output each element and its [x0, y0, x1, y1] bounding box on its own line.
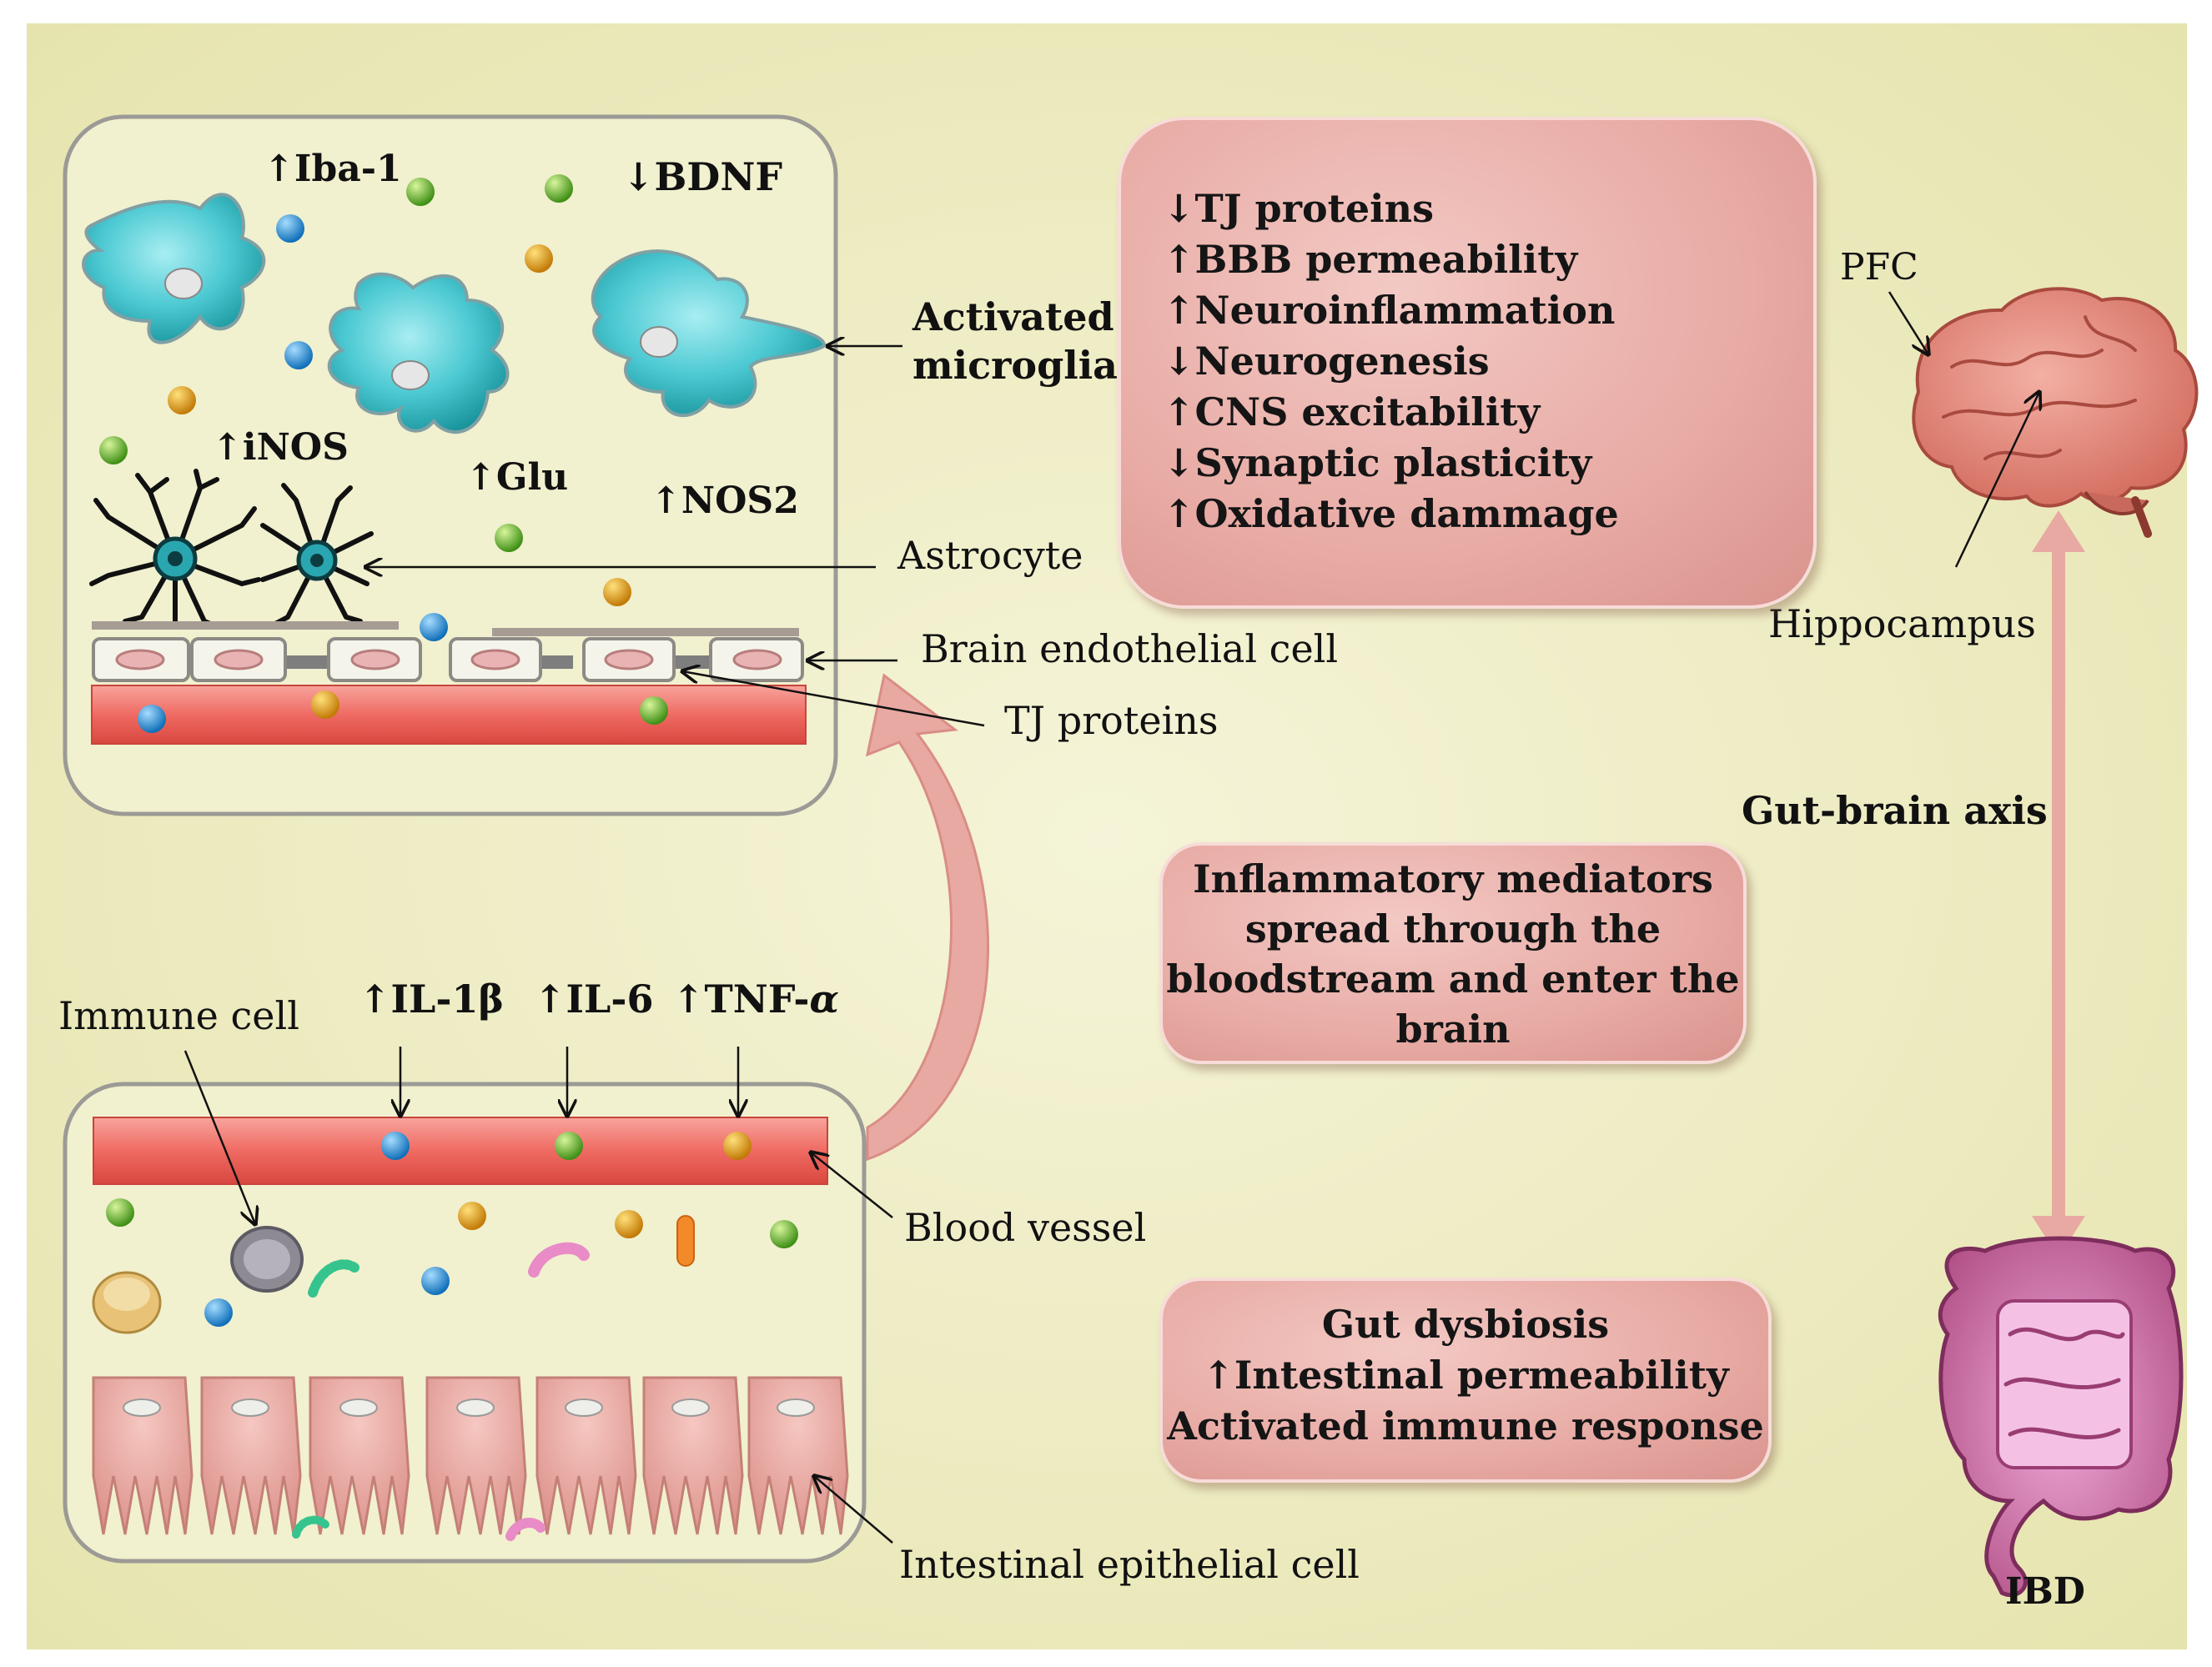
microglia-cell-1 — [82, 193, 266, 344]
tnfa-label: ↑TNF-α — [672, 977, 839, 1022]
glu-label: ↑Glu — [465, 456, 569, 499]
gut-box-text: Gut dysbiosis ↑Intestinal permeability A… — [1163, 1299, 1768, 1452]
activated-microglia-label-line2: microglia — [912, 343, 1118, 388]
tnfa-prefix: ↑TNF- — [672, 977, 810, 1022]
bloodstream-arrow — [865, 673, 989, 1162]
inos-label: ↑iNOS — [212, 426, 349, 469]
microglia-cell-2 — [327, 272, 510, 434]
effect-neuroinflammation: ↑Neuroinflammation — [1163, 288, 1616, 333]
brain-endothelial-cells — [92, 637, 804, 682]
intestinal-epithelial-cell-label: Intestinal epithelial cell — [899, 1542, 1360, 1587]
mediators-line-4: brain — [1395, 1007, 1511, 1052]
intestinal-epithelial-cells — [92, 1376, 849, 1535]
iba1-label: ↑Iba-1 — [264, 148, 402, 190]
gut-blood-vessel — [93, 1117, 828, 1185]
colon-illustration — [1938, 1236, 2184, 1598]
pointer-arrows — [183, 291, 2039, 1544]
hippocampus-label: Hippocampus — [1768, 601, 2036, 646]
brain-blood-vessel — [91, 685, 807, 745]
astrocyte-cell-1 — [89, 469, 261, 630]
astrocyte-cell-2 — [260, 483, 374, 626]
gut-dysbiosis-box: Gut dysbiosis ↑Intestinal permeability A… — [1159, 1278, 1772, 1483]
nos2-label: ↑NOS2 — [651, 480, 799, 522]
gut-brain-axis-label: Gut-brain axis — [1742, 788, 2048, 833]
tj-proteins-label: TJ proteins — [1004, 698, 1219, 743]
immune-cell-grey — [230, 1226, 304, 1293]
ibd-label: IBD — [2005, 1570, 2085, 1613]
tnfa-greek: α — [809, 977, 839, 1022]
particles-yellow — [168, 244, 752, 1238]
gut-line-permeability: ↑Intestinal permeability — [1202, 1353, 1729, 1398]
bdnf-label: ↓BDNF — [622, 154, 783, 199]
cns-effects-box: ↓TJ proteins ↑BBB permeability ↑Neuroinf… — [1118, 117, 1817, 609]
gut-line-dysbiosis: Gut dysbiosis — [1321, 1302, 1610, 1347]
microglia-cell-3 — [591, 249, 826, 417]
il6-label: ↑IL-6 — [534, 977, 654, 1022]
effect-oxidative-damage: ↑Oxidative dammage — [1163, 491, 1619, 536]
mediators-line-2: spread through the — [1244, 906, 1662, 951]
brain-endothelial-cell-label: Brain endothelial cell — [921, 626, 1339, 671]
effect-cns-excitability: ↑CNS excitability — [1163, 389, 1541, 434]
activated-microglia-label-line1: Activated — [912, 294, 1114, 339]
mediators-text: Inflammatory mediators spread through th… — [1163, 854, 1743, 1054]
inflammatory-mediators-box: Inflammatory mediators spread through th… — [1159, 842, 1747, 1064]
particles-green — [99, 174, 798, 1248]
effect-synaptic-plasticity: ↓Synaptic plasticity — [1163, 440, 1592, 485]
mediators-line-1: Inflammatory mediators — [1193, 856, 1713, 901]
il1b-label: ↑IL-1β — [359, 977, 505, 1022]
effect-tj-proteins: ↓TJ proteins — [1163, 186, 1434, 231]
effect-neurogenesis: ↓Neurogenesis — [1163, 339, 1490, 384]
mediators-line-3: bloodstream and enter the — [1166, 957, 1740, 1002]
bacteria — [292, 1215, 695, 1541]
particles-blue — [138, 214, 450, 1327]
cns-effects-list: ↓TJ proteins ↑BBB permeability ↑Neuroinf… — [1163, 183, 1813, 540]
effect-bbb-permeability: ↑BBB permeability — [1163, 237, 1578, 282]
astrocyte-label: Astrocyte — [897, 533, 1083, 578]
blood-vessel-label: Blood vessel — [904, 1205, 1147, 1250]
immune-cell-tan — [92, 1271, 162, 1334]
epithelial-nuclei — [123, 1398, 815, 1417]
endothelial-nuclei — [115, 649, 782, 670]
immune-cell-label: Immune cell — [58, 993, 299, 1038]
gut-line-immune-response: Activated immune response — [1167, 1403, 1764, 1449]
pfc-label: PFC — [1840, 246, 1918, 289]
